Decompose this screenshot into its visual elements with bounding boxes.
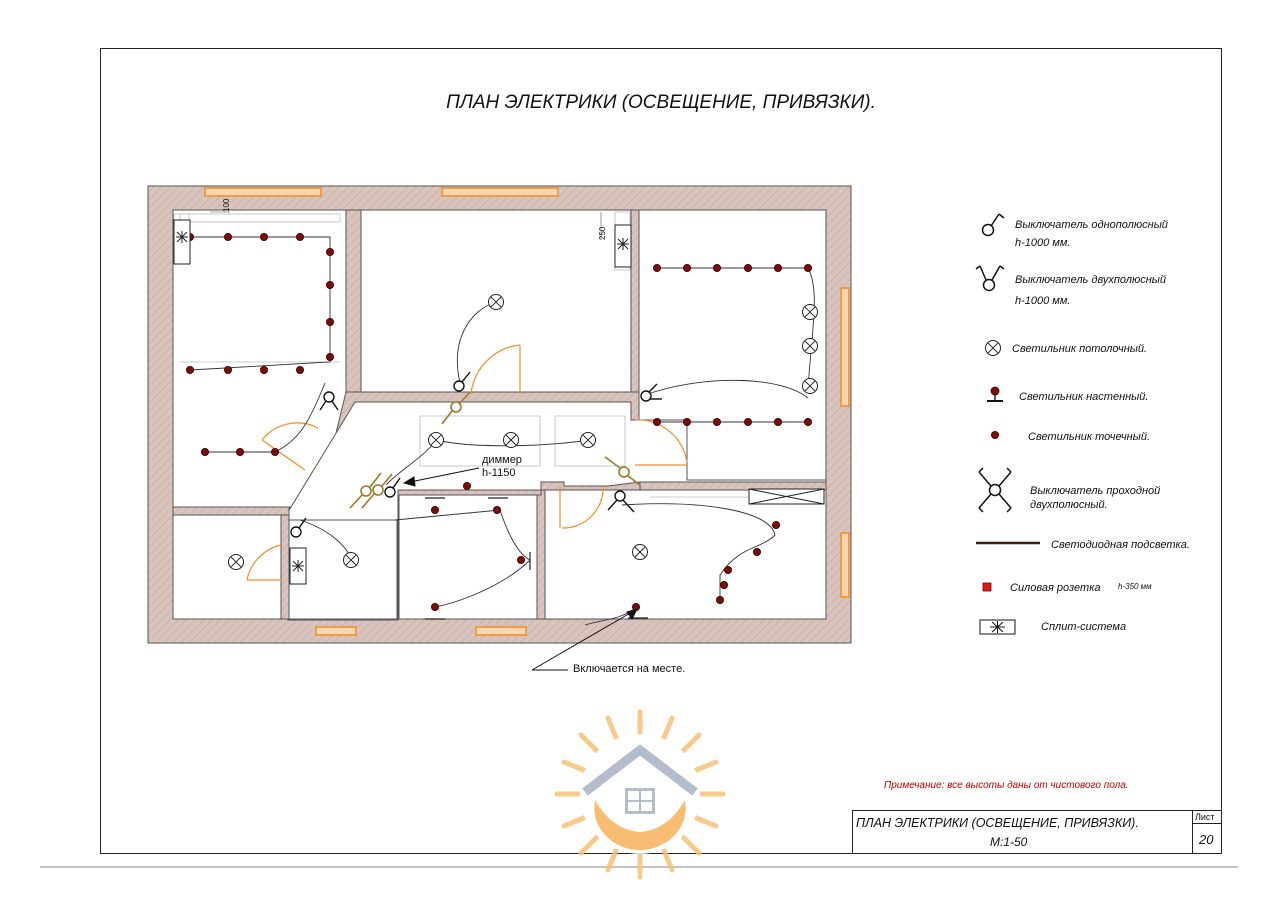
stamp-sheet-number: 20 (1199, 832, 1214, 847)
window-top-1 (204, 187, 322, 197)
legend-split-label: Сплит-система (1041, 621, 1127, 633)
legend-single-switch-height: h-1000 мм. (1015, 237, 1071, 249)
dimmer-label: диммер (482, 454, 522, 466)
window-right-2 (840, 532, 850, 598)
room-bottom-left (172, 514, 282, 620)
legend-led-strip-label: Светодиодная подсветка. (1051, 539, 1190, 551)
floor-plan (147, 185, 852, 671)
window-right-1 (840, 287, 850, 407)
stamp-title: ПЛАН ЭЛЕКТРИКИ (ОСВЕЩЕНИЕ, ПРИВЯЗКИ). (856, 816, 1139, 830)
dimension-250: 250 (598, 226, 607, 240)
legend-ceiling-light-label: Светильник потолочный. (1012, 343, 1148, 355)
legend-socket-label: Силовая розетка (1010, 582, 1101, 594)
legend-double-switch-label: Выключатель двухполюсный (1015, 274, 1167, 286)
title-stamp (852, 810, 1222, 854)
legend-pass-switch-label2: двухполюсный. (1030, 499, 1108, 511)
legend-double-switch-height: h-1000 мм. (1015, 295, 1071, 307)
legend-icons (975, 213, 1040, 635)
legend-socket-height: h-350 мм (1118, 582, 1152, 591)
dimension-100: 100 (222, 198, 231, 212)
height-note: Примечание: все высоты даны от чистового… (884, 780, 1129, 791)
stamp-scale: М:1-50 (990, 835, 1028, 849)
page-title: ПЛАН ЭЛЕКТРИКИ (ОСВЕЩЕНИЕ, ПРИВЯЗКИ). (446, 92, 876, 113)
room-bottom-mid (398, 494, 538, 620)
window-top-2 (441, 187, 559, 197)
room-bottom-right (544, 489, 827, 620)
bathroom (288, 519, 398, 620)
local-switch-note: Включается на месте. (573, 663, 686, 675)
window-bottom-1 (315, 626, 357, 636)
legend-pass-switch-label: Выключатель проходной (1030, 485, 1161, 497)
dimmer-height: h-1150 (482, 467, 516, 479)
watermark-logo (554, 709, 726, 880)
window-bottom-2 (475, 626, 527, 636)
sheet-frame (100, 48, 1222, 854)
stamp-sheet-label: Лист (1195, 812, 1215, 822)
legend-wall-light-label: Светильник настенный. (1019, 391, 1149, 403)
hallway (287, 401, 827, 621)
legend-spot-light-label: Светильник точечный. (1028, 431, 1150, 443)
legend-single-switch-label: Выключатель однополюсный (1015, 219, 1168, 231)
